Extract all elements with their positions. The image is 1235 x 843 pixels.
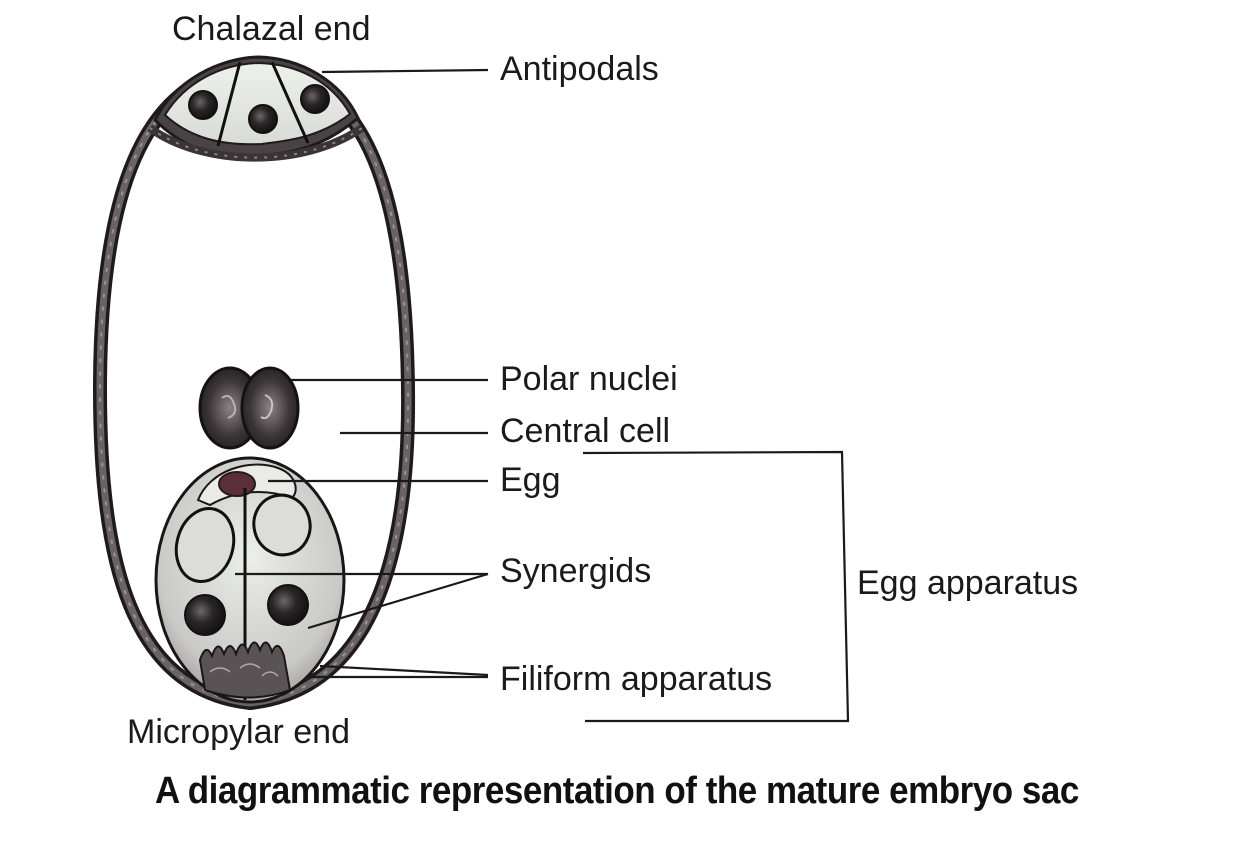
- antipodal-nucleus-1: [188, 90, 218, 120]
- label-filiform-apparatus: Filiform apparatus: [500, 660, 773, 698]
- polar-nuclei: [198, 366, 300, 450]
- label-egg-apparatus: Egg apparatus: [857, 564, 1079, 602]
- filiform-apparatus: [198, 641, 292, 699]
- leader-antipodals: [321, 68, 489, 74]
- synergid-vacuole-right: [252, 493, 312, 557]
- antipodal-nucleus-3: [300, 84, 330, 114]
- leader-synergids-2: [307, 572, 489, 630]
- label-antipodals: Antipodals: [500, 50, 659, 88]
- label-micropylar-end: Micropylar end: [127, 713, 350, 751]
- label-egg: Egg: [500, 461, 561, 499]
- synergid-vacuole-left: [174, 507, 236, 583]
- synergid-nucleus-right: [267, 584, 309, 626]
- antipodal-nucleus-2: [248, 104, 278, 134]
- egg-apparatus-bracket: [582, 450, 850, 723]
- label-polar-nuclei: Polar nuclei: [500, 360, 678, 398]
- label-central-cell: Central cell: [500, 412, 671, 450]
- figure-caption: A diagrammatic representation of the mat…: [154, 770, 1079, 812]
- label-synergids: Synergids: [500, 552, 652, 590]
- label-chalazal-end: Chalazal end: [172, 10, 371, 48]
- antipodal-cells: [147, 55, 365, 162]
- egg-apparatus: [154, 456, 346, 704]
- leader-lines: [235, 68, 489, 679]
- synergid-nucleus-left: [184, 594, 226, 636]
- egg-nucleus: [218, 471, 256, 497]
- leader-filiform-1: [319, 664, 489, 677]
